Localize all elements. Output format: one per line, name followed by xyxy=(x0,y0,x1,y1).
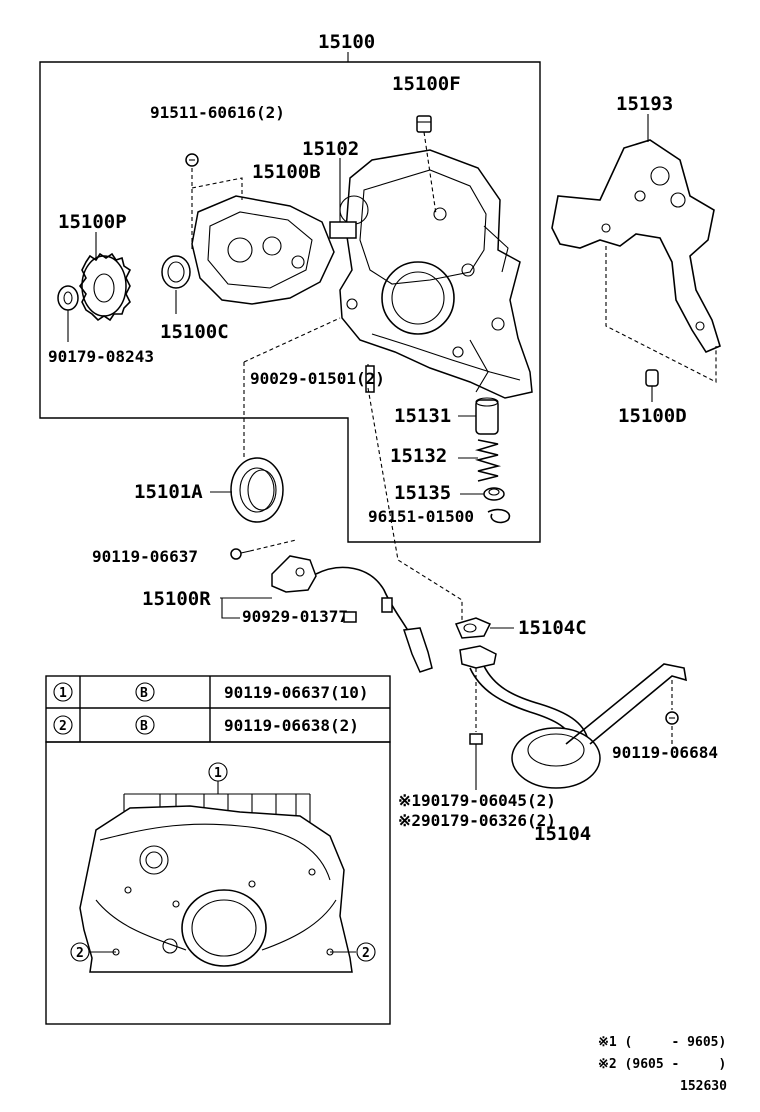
dash-15100D xyxy=(605,246,717,383)
dash-90029 xyxy=(243,317,369,460)
label-15100D: 15100D xyxy=(618,405,687,427)
figure-number: 152630 xyxy=(680,1079,727,1094)
label-90929: 90929-01377 xyxy=(242,607,348,626)
gasket-15104C xyxy=(454,617,492,639)
screw-91511 xyxy=(185,153,199,167)
label-96151: 96151-01500 xyxy=(368,507,474,526)
table-row1-symbol: B xyxy=(140,686,148,701)
plug-15100F xyxy=(416,115,432,133)
gear-15100C xyxy=(161,255,191,289)
label-90119-06684: 90119-06684 xyxy=(612,743,718,762)
label-90119-06637: 90119-06637 xyxy=(92,547,198,566)
label-90179-06045: ※190179-06045(2) xyxy=(398,791,556,810)
snap-ring-96151 xyxy=(487,508,511,524)
inset-callout-2-right: 2 xyxy=(362,946,370,961)
label-15100C: 15100C xyxy=(160,321,229,343)
label-15131: 15131 xyxy=(394,405,451,427)
label-15104C: 15104C xyxy=(518,617,587,639)
note-1: ※1 ( - 9605) xyxy=(598,1035,726,1050)
table-row1-index: 1 xyxy=(59,686,67,701)
inset-callout-2-left: 2 xyxy=(76,946,84,961)
clip-90929 xyxy=(343,611,357,623)
assembly-boundary xyxy=(39,61,541,543)
label-15100R: 15100R xyxy=(142,588,211,610)
label-15132: 15132 xyxy=(390,445,447,467)
dash-90119-06637 xyxy=(249,539,297,552)
label-15100F: 15100F xyxy=(392,73,461,95)
bolt-table: 1 B 90119-06637(10) 2 B 90119-06638(2) xyxy=(45,675,391,743)
dowel-15100D xyxy=(645,369,659,387)
note-2: ※2 (9605 - ) xyxy=(598,1057,726,1072)
label-15100P: 15100P xyxy=(58,211,127,233)
nut-90179-06045 xyxy=(469,733,483,745)
dash-strainer xyxy=(367,387,463,622)
leader-15100R xyxy=(220,597,272,619)
label-90179-06326: ※290179-06326(2) xyxy=(398,811,556,830)
oil-seal-15101A xyxy=(230,457,284,523)
label-15100B: 15100B xyxy=(252,161,321,183)
label-90179-08243: 90179-08243 xyxy=(48,347,154,366)
label-91511: 91511-60616(2) xyxy=(150,103,285,122)
label-90029: 90029-01501(2) xyxy=(250,369,385,388)
oil-pump-housing xyxy=(329,149,533,399)
table-row2-index: 2 xyxy=(59,719,67,734)
drive-gear-15100P xyxy=(79,252,132,322)
label-15135: 15135 xyxy=(394,482,451,504)
pump-plate-15100B xyxy=(191,195,335,305)
table-row2-part: 90119-06638(2) xyxy=(224,716,359,735)
table-row1-part: 90119-06637(10) xyxy=(224,683,369,702)
sensor-15100R xyxy=(271,555,433,673)
label-15101A: 15101A xyxy=(134,481,203,503)
label-15100: 15100 xyxy=(318,31,375,53)
label-15102: 15102 xyxy=(302,138,359,160)
label-15193: 15193 xyxy=(616,93,673,115)
inset-bolt-location: 1 2 2 xyxy=(45,741,391,1025)
retainer-15135 xyxy=(483,487,505,501)
gasket-15193 xyxy=(551,139,721,354)
bolt-90119-06637 xyxy=(230,548,251,560)
relief-valve-15131 xyxy=(475,397,499,435)
nut-90179-08243 xyxy=(57,285,79,311)
table-row2-symbol: B xyxy=(140,719,148,734)
bolt-90119-06684 xyxy=(665,711,679,725)
dash-91511 xyxy=(191,168,243,250)
inset-callout-1: 1 xyxy=(214,766,222,781)
oil-strainer-15104 xyxy=(459,645,687,789)
label-15104: 15104 xyxy=(534,823,591,845)
spring-15132 xyxy=(474,439,502,482)
pin-90029 xyxy=(365,365,375,393)
